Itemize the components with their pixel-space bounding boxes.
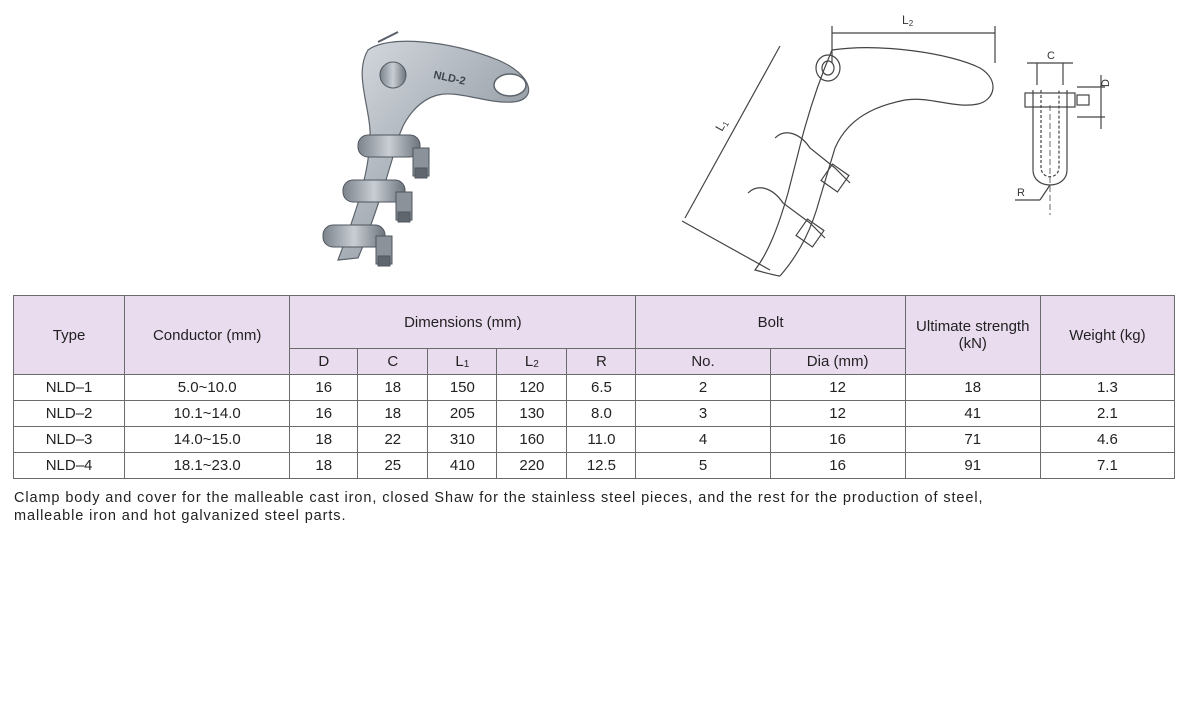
spec-table: Type Conductor (mm) Dimensions (mm) Bolt… [12, 295, 1176, 479]
cell-c: 25 [357, 452, 429, 479]
cell-l1: 205 [427, 400, 498, 427]
header-bolt-no: No. [635, 348, 771, 375]
cell-bolt-no: 5 [635, 452, 771, 479]
cell-strength: 71 [904, 426, 1041, 453]
cell-l1: 150 [427, 374, 498, 401]
cell-bolt-dia: 16 [769, 426, 906, 453]
clamp-outline-drawing: L2 L1 [681, 13, 996, 277]
product-photo: NLD-2 [298, 30, 548, 275]
cell-d: 18 [289, 426, 359, 453]
cell-d: 16 [289, 400, 359, 427]
header-bolt: Bolt [635, 295, 906, 349]
cell-c: 18 [357, 374, 429, 401]
cell-conductor: 14.0~15.0 [124, 426, 291, 453]
cell-weight: 2.1 [1039, 400, 1176, 427]
cell-l2: 220 [496, 452, 568, 479]
header-d: D [289, 348, 359, 375]
table-row: NLD–4 18.1~23.0 18 25 410 220 12.5 5 16 … [12, 452, 1176, 479]
table-row: NLD–3 14.0~15.0 18 22 310 160 11.0 4 16 … [12, 426, 1176, 453]
cell-weight: 4.6 [1039, 426, 1176, 453]
header-strength-line1: Ultimate strength [916, 318, 1030, 335]
cell-bolt-no: 3 [635, 400, 771, 427]
cell-l2: 120 [496, 374, 568, 401]
cell-l1: 310 [427, 426, 498, 453]
table-row: NLD–1 5.0~10.0 16 18 150 120 6.5 2 12 18… [12, 374, 1176, 401]
cell-l2: 160 [496, 426, 568, 453]
header-l2: L2 [496, 348, 568, 375]
cell-type: NLD–2 [12, 400, 126, 427]
dim-r-label: R [1017, 187, 1025, 199]
cell-strength: 91 [904, 452, 1041, 479]
cell-r: 11.0 [566, 426, 637, 453]
header-type: Type [12, 295, 126, 375]
header-strength: Ultimate strength (kN) [904, 295, 1041, 375]
material-note-line1: Clamp body and cover for the malleable c… [14, 490, 984, 506]
header-weight: Weight (kg) [1039, 295, 1176, 375]
cell-conductor: 5.0~10.0 [124, 374, 291, 401]
cell-c: 18 [357, 400, 429, 427]
cell-bolt-no: 4 [635, 426, 771, 453]
table-row: NLD–2 10.1~14.0 16 18 205 130 8.0 3 12 4… [12, 400, 1176, 427]
cell-bolt-no: 2 [635, 374, 771, 401]
dim-l1-label: L1 [712, 116, 731, 133]
header-c: C [357, 348, 429, 375]
header-strength-line2: (kN) [958, 335, 987, 352]
cell-l1: 410 [427, 452, 498, 479]
material-note-line2: malleable iron and hot galvanized steel … [14, 508, 347, 524]
cell-weight: 1.3 [1039, 374, 1176, 401]
header-l1: L1 [427, 348, 498, 375]
cell-r: 6.5 [566, 374, 637, 401]
cross-section-svg: C D R [1015, 50, 1112, 215]
cell-strength: 18 [904, 374, 1041, 401]
cell-type: NLD–4 [12, 452, 126, 479]
cell-strength: 41 [904, 400, 1041, 427]
dim-l2-label: L2 [902, 13, 914, 28]
cell-c: 22 [357, 426, 429, 453]
cell-conductor: 10.1~14.0 [124, 400, 291, 427]
cell-conductor: 18.1~23.0 [124, 452, 291, 479]
clamp-photo-illustration: NLD-2 [322, 31, 530, 267]
cell-weight: 7.1 [1039, 452, 1176, 479]
cell-bolt-dia: 12 [769, 374, 906, 401]
cell-r: 12.5 [566, 452, 637, 479]
cell-r: 8.0 [566, 400, 637, 427]
cell-d: 18 [289, 452, 359, 479]
dim-c-label: C [1047, 50, 1055, 62]
cell-type: NLD–1 [12, 374, 126, 401]
cross-section-drawing: C D R [1005, 45, 1120, 215]
header-r: R [566, 348, 637, 375]
dim-d-label: D [1100, 79, 1112, 87]
header-conductor: Conductor (mm) [124, 295, 291, 375]
header-dimensions: Dimensions (mm) [289, 295, 637, 349]
material-note: Clamp body and cover for the malleable c… [14, 489, 1134, 525]
cell-bolt-dia: 12 [769, 400, 906, 427]
header-bolt-dia: Dia (mm) [769, 348, 906, 375]
cell-l2: 130 [496, 400, 568, 427]
cell-bolt-dia: 16 [769, 452, 906, 479]
cell-type: NLD–3 [12, 426, 126, 453]
technical-drawing: L2 L1 [660, 8, 1010, 288]
cell-d: 16 [289, 374, 359, 401]
